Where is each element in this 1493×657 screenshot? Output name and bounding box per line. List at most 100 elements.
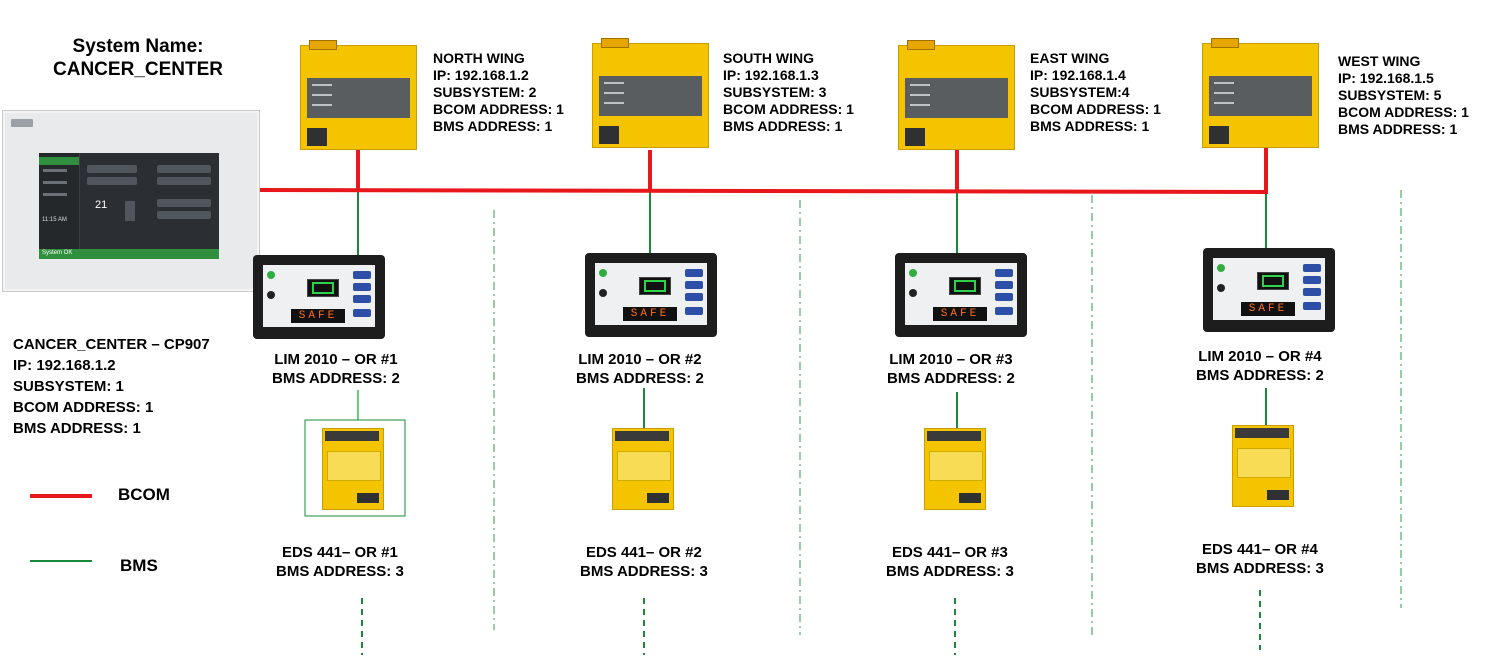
module-display-panel bbox=[599, 76, 702, 116]
eds-name: EDS 441– OR #2 bbox=[585, 544, 702, 561]
lim2010-device: SAFE bbox=[253, 255, 385, 339]
lim-button bbox=[685, 281, 703, 289]
eds441-device bbox=[1232, 425, 1294, 507]
com465-module bbox=[300, 40, 417, 150]
wing-subsystem: SUBSYSTEM:4 bbox=[1030, 84, 1130, 100]
screen-tile bbox=[87, 177, 137, 185]
com465-module bbox=[898, 40, 1015, 150]
eds-info: EDS 441– OR #2 BMS ADDRESS: 3 bbox=[580, 543, 708, 581]
module-led bbox=[1214, 82, 1234, 84]
module-connector bbox=[307, 128, 327, 146]
wing-bcom-address: BCOM ADDRESS: 1 bbox=[1338, 104, 1469, 120]
eds-connector bbox=[959, 493, 981, 503]
eds-bms-address: BMS ADDRESS: 3 bbox=[1196, 560, 1324, 577]
wing-bcom-address: BCOM ADDRESS: 1 bbox=[433, 101, 564, 117]
screen-stepper bbox=[125, 201, 135, 221]
lim-meter bbox=[307, 279, 339, 297]
panel-screen: 11:15 AM 21 System OK bbox=[39, 153, 219, 259]
screen-tile bbox=[157, 211, 211, 219]
lim-button bbox=[685, 293, 703, 301]
module-led bbox=[1214, 92, 1234, 94]
eds-label-panel bbox=[327, 451, 381, 481]
lim-bms-address: BMS ADDRESS: 2 bbox=[272, 370, 400, 387]
wing-subsystem: SUBSYSTEM: 3 bbox=[723, 84, 827, 100]
lim-name: LIM 2010 – OR #1 bbox=[274, 351, 398, 368]
controller-bms-address: BMS ADDRESS: 1 bbox=[13, 420, 141, 437]
lim-button bbox=[1303, 288, 1321, 296]
lim-test-button bbox=[1217, 284, 1225, 292]
module-led bbox=[604, 82, 624, 84]
lim-button bbox=[353, 309, 371, 317]
lim2010-device: SAFE bbox=[895, 253, 1027, 337]
lim-bms-address: BMS ADDRESS: 2 bbox=[1196, 367, 1324, 384]
bms-continuations bbox=[361, 590, 1261, 655]
wing-name: WEST WING bbox=[1338, 53, 1421, 69]
eds-label-panel bbox=[617, 451, 671, 481]
lim-safe-display: SAFE bbox=[933, 307, 987, 321]
module-led bbox=[312, 104, 332, 106]
screen-clock: 11:15 AM bbox=[42, 217, 67, 223]
legend-bms-label: BMS bbox=[120, 556, 158, 575]
module-led bbox=[910, 84, 930, 86]
eds-name: EDS 441– OR #1 bbox=[281, 544, 398, 561]
lim-button bbox=[353, 271, 371, 279]
eds-label-panel bbox=[929, 451, 983, 481]
screen-status-bar: System OK bbox=[39, 249, 219, 259]
eds-info: EDS 441– OR #1 BMS ADDRESS: 3 bbox=[276, 543, 404, 581]
lim-meter-digits bbox=[954, 280, 976, 292]
controller-name: CANCER_CENTER – CP907 bbox=[13, 336, 210, 353]
lim-name: LIM 2010 – OR #3 bbox=[889, 351, 1013, 368]
lim2010-device: SAFE bbox=[1203, 248, 1335, 332]
module-terminal bbox=[1211, 38, 1239, 48]
lim-bms-address: BMS ADDRESS: 2 bbox=[576, 370, 704, 387]
lim-button bbox=[1303, 264, 1321, 272]
lim-safe-display: SAFE bbox=[1241, 302, 1295, 316]
module-led bbox=[604, 102, 624, 104]
lim-info: LIM 2010 – OR #1 BMS ADDRESS: 2 bbox=[272, 350, 400, 388]
eds441-device bbox=[612, 428, 674, 510]
eds-selection-frame bbox=[304, 419, 406, 517]
controller-bcom-address: BCOM ADDRESS: 1 bbox=[13, 399, 154, 416]
section-dividers bbox=[493, 190, 1402, 635]
eds-name: EDS 441– OR #4 bbox=[1201, 541, 1318, 558]
wing-ip: IP: 192.168.1.5 bbox=[1338, 70, 1434, 86]
wing-bms-address: BMS ADDRESS: 1 bbox=[723, 118, 843, 134]
wing-name: NORTH WING bbox=[433, 50, 525, 66]
legend-bcom-label: BCOM bbox=[118, 485, 170, 504]
lim-button bbox=[353, 283, 371, 291]
lim-faceplate: SAFE bbox=[905, 263, 1017, 325]
lim-info: LIM 2010 – OR #3 BMS ADDRESS: 2 bbox=[887, 350, 1015, 388]
module-led bbox=[910, 104, 930, 106]
lim-safe-display: SAFE bbox=[291, 309, 345, 323]
lim-status-led bbox=[599, 269, 607, 277]
eds-bms-address: BMS ADDRESS: 3 bbox=[276, 563, 404, 580]
system-title: System Name: CANCER_CENTER bbox=[48, 35, 228, 81]
screen-temperature: 21 bbox=[95, 199, 108, 211]
screen-tile bbox=[87, 165, 137, 173]
lim-button bbox=[685, 307, 703, 315]
bms-lines bbox=[357, 190, 1267, 430]
screen-nav-item bbox=[43, 193, 67, 196]
lim-meter-digits bbox=[644, 280, 666, 292]
module-led bbox=[312, 84, 332, 86]
module-led bbox=[312, 94, 332, 96]
lim-button bbox=[995, 281, 1013, 289]
lim-button bbox=[995, 307, 1013, 315]
controller-info: CANCER_CENTER – CP907 IP: 192.168.1.2 SU… bbox=[13, 334, 210, 439]
wing-info: NORTH WING IP: 192.168.1.2 SUBSYSTEM: 2 … bbox=[433, 50, 564, 135]
eds-label-panel bbox=[1237, 448, 1291, 478]
screen-nav-item bbox=[39, 157, 79, 165]
screen-nav-item bbox=[43, 181, 67, 184]
eds-connector bbox=[1267, 490, 1289, 500]
lim-button bbox=[995, 269, 1013, 277]
eds-name: EDS 441– OR #3 bbox=[891, 544, 1008, 561]
eds441-device bbox=[924, 428, 986, 510]
wing-ip: IP: 192.168.1.2 bbox=[433, 67, 529, 83]
lim-meter bbox=[639, 277, 671, 295]
wing-subsystem: SUBSYSTEM: 5 bbox=[1338, 87, 1442, 103]
eds-bms-address: BMS ADDRESS: 3 bbox=[580, 563, 708, 580]
screen-sidebar: 11:15 AM bbox=[39, 153, 80, 249]
wing-info: EAST WING IP: 192.168.1.4 SUBSYSTEM:4 BC… bbox=[1030, 50, 1161, 135]
wing-name: EAST WING bbox=[1030, 50, 1110, 66]
lim-button bbox=[995, 293, 1013, 301]
